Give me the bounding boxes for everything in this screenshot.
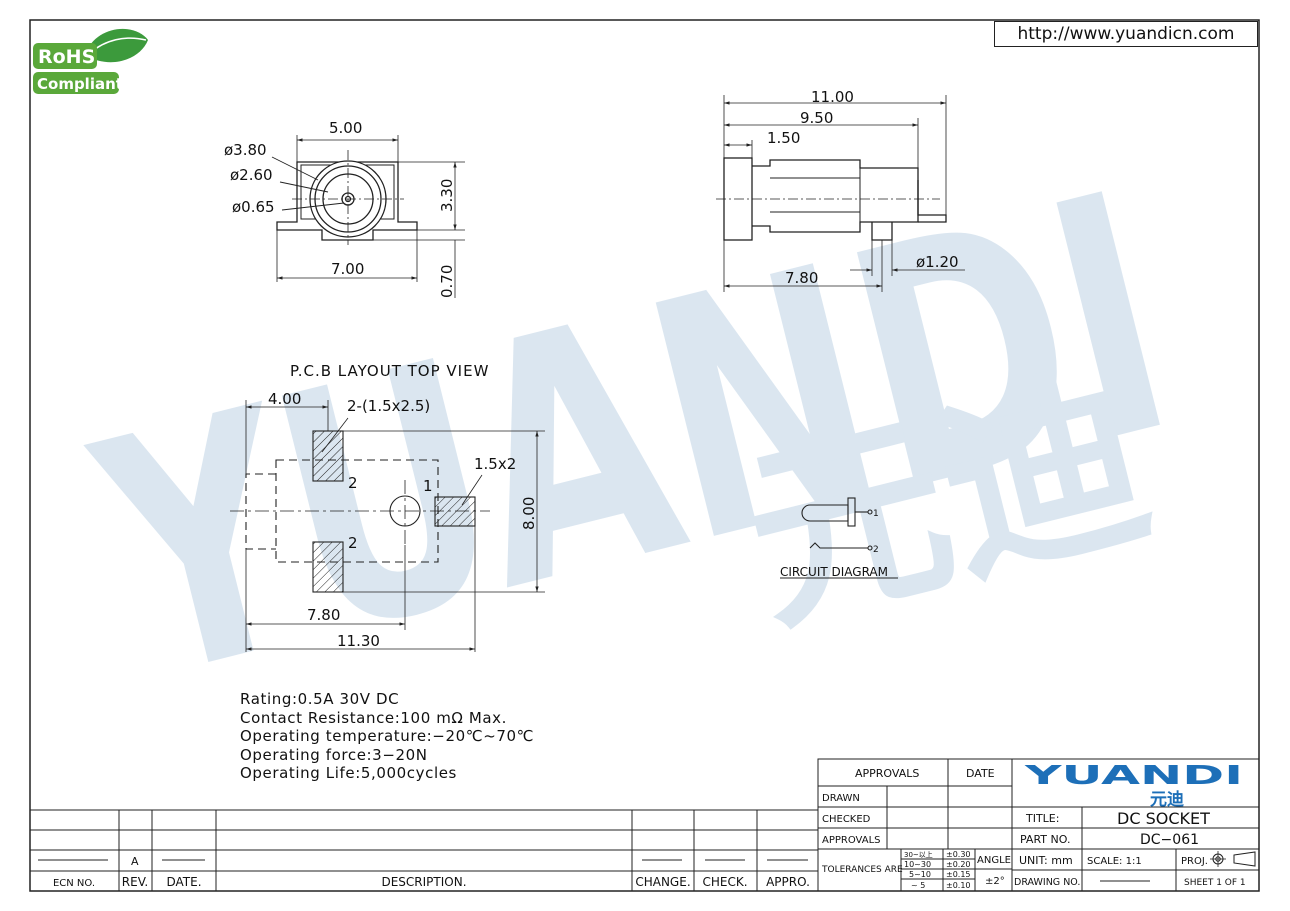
circuit-node-1: 1 bbox=[873, 509, 879, 519]
spec-force: Operating force:3−20N bbox=[240, 745, 428, 764]
dim-front-height: 3.30 bbox=[438, 179, 456, 212]
dim-front-offset: 0.70 bbox=[438, 265, 456, 298]
compliant-text: Compliant bbox=[37, 75, 123, 93]
dim-front-width-base: 7.00 bbox=[331, 260, 364, 278]
watermark: YUANDI 元迪 bbox=[66, 122, 1201, 754]
rev-header-appro: APPRO. bbox=[766, 875, 810, 889]
tb-brand-cjk: 元迪 bbox=[1150, 789, 1184, 810]
spec-list: Rating:0.5A 30V DC Contact Resistance:10… bbox=[240, 690, 534, 783]
rev-header-ecn-no: ECN NO. bbox=[53, 878, 95, 889]
circuit-node-2: 2 bbox=[873, 545, 879, 555]
dim-side-pin: ø1.20 bbox=[916, 253, 959, 271]
dim-pcb-x1: 4.00 bbox=[268, 390, 301, 408]
rev-header-date: DATE. bbox=[166, 875, 201, 889]
dim-side-l3: 1.50 bbox=[767, 129, 800, 147]
tb-part-lbl: PART NO. bbox=[1020, 833, 1070, 846]
revision-table bbox=[30, 809, 818, 891]
dim-pcb-pad-b: 1.5x2 bbox=[474, 455, 516, 473]
circuit-diagram bbox=[780, 497, 898, 579]
tb-scale: SCALE: 1:1 bbox=[1087, 856, 1142, 867]
pcb-pin-2b: 2 bbox=[348, 534, 358, 552]
tb-sheet: SHEET 1 OF 1 bbox=[1184, 878, 1246, 888]
front-view-labels: 5.00 ø3.80 ø2.60 ø0.65 3.30 7.00 0.70 bbox=[224, 119, 456, 298]
dim-side-l2: 9.50 bbox=[800, 109, 833, 127]
tb-tol-val-3: ±0.10 bbox=[946, 881, 971, 890]
revision-headers: ECN NO. REV. DATE. DESCRIPTION. CHANGE. CHECK… bbox=[53, 875, 810, 889]
pcb-labels: 4.00 2-(1.5x2.5) 1.5x2 8.00 7.80 11.30 2… bbox=[268, 390, 538, 650]
dim-pcb-pad-a: 2-(1.5x2.5) bbox=[347, 397, 430, 415]
spec-life: Operating Life:5,000cycles bbox=[240, 764, 457, 782]
tb-unit: UNIT: mm bbox=[1019, 854, 1073, 867]
tb-tol-range-0: 30~以上 bbox=[904, 850, 933, 859]
dim-pcb-x3: 11.30 bbox=[337, 632, 380, 650]
tb-tolerances: TOLERANCES ARE bbox=[821, 865, 903, 875]
tb-approvals: APPROVALS bbox=[822, 835, 881, 846]
rohs-logo: RoHS Compliant bbox=[33, 28, 148, 94]
dim-pcb-h: 8.00 bbox=[520, 497, 538, 530]
dim-front-d1: ø3.80 bbox=[224, 141, 267, 159]
tb-tol-val-1: ±0.20 bbox=[946, 860, 971, 869]
dim-pcb-x2: 7.80 bbox=[307, 606, 340, 624]
rev-header-rev: REV. bbox=[122, 875, 148, 889]
spec-contact-resistance: Contact Resistance:100 mΩ Max. bbox=[240, 708, 508, 727]
tb-tol-range-3: ~ 5 bbox=[911, 881, 925, 890]
tb-tol-val-2: ±0.15 bbox=[946, 870, 971, 879]
pcb-title: P.C.B LAYOUT TOP VIEW bbox=[290, 362, 489, 380]
pcb-layout bbox=[230, 400, 545, 652]
circuit-title: CIRCUIT DIAGRAM bbox=[780, 565, 888, 579]
tb-proj: PROJ. bbox=[1181, 856, 1208, 867]
side-view bbox=[716, 95, 965, 292]
dim-front-d2: ø2.60 bbox=[230, 166, 273, 184]
tb-part-val: DC−061 bbox=[1140, 832, 1199, 848]
tb-angle-hdr: ANGLE bbox=[977, 855, 1011, 866]
rohs-text: RoHS bbox=[38, 46, 95, 68]
tb-checked: CHECKED bbox=[822, 814, 871, 825]
rev-header-change: CHANGE. bbox=[635, 875, 690, 889]
dim-side-l4: 7.80 bbox=[785, 269, 818, 287]
rev-header-description: DESCRIPTION. bbox=[381, 875, 466, 889]
title-block-text: APPROVALS DATE DRAWN CHECKED APPROVALS T… bbox=[821, 761, 1246, 890]
rev-value: A bbox=[131, 855, 139, 868]
tb-title-lbl: TITLE: bbox=[1025, 812, 1059, 825]
pcb-pin-2a: 2 bbox=[348, 474, 358, 492]
tb-title-val: DC SOCKET bbox=[1117, 809, 1210, 828]
rev-header-check: CHECK. bbox=[702, 875, 747, 889]
tb-approvals-hdr: APPROVALS bbox=[855, 767, 919, 780]
front-view bbox=[271, 135, 465, 298]
dim-front-d3: ø0.65 bbox=[232, 198, 275, 216]
tb-tol-range-2: 5~10 bbox=[909, 870, 931, 879]
pcb-pin-1: 1 bbox=[423, 477, 433, 495]
tb-tol-val-0: ±0.30 bbox=[946, 850, 971, 859]
tb-brand: YUANDI bbox=[1023, 761, 1243, 791]
tb-tol-range-1: 10~30 bbox=[904, 860, 931, 869]
spec-temperature: Operating temperature:−20℃~70℃ bbox=[240, 727, 535, 745]
tb-drawn: DRAWN bbox=[822, 793, 860, 804]
drawing-border bbox=[29, 19, 1260, 892]
title-block bbox=[817, 758, 1260, 892]
tb-date-hdr: DATE bbox=[966, 767, 995, 780]
website-url[interactable]: http://www.yuandicn.com bbox=[994, 21, 1258, 47]
tb-drawing-no: DRAWING NO. bbox=[1014, 877, 1080, 888]
side-view-labels: 11.00 9.50 1.50 7.80 ø1.20 bbox=[767, 88, 959, 287]
spec-rating: Rating:0.5A 30V DC bbox=[240, 690, 400, 708]
dim-front-width-top: 5.00 bbox=[329, 119, 362, 137]
tb-angle-val: ±2° bbox=[985, 876, 1005, 887]
dim-side-l1: 11.00 bbox=[811, 88, 854, 106]
